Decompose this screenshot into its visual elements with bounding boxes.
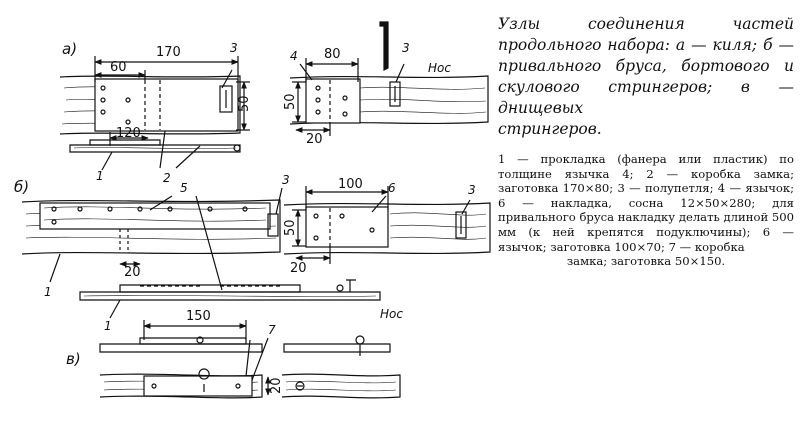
section-a-keel-side xyxy=(69,139,241,153)
label-a-1: 1 xyxy=(96,169,104,183)
label-b-nos: Нос xyxy=(380,307,403,321)
label-b-3a: 3 xyxy=(282,173,290,187)
caption-title-last: стрингеров. xyxy=(498,120,602,138)
section-v-label: в) xyxy=(66,350,81,368)
joint-diagram: а) 170 60 50 120 3 1 2 4 80 50 20 3 Нос … xyxy=(14,21,491,399)
dim-a-170: 170 xyxy=(156,45,181,60)
caption-title: Узлы соединения частей продольного набор… xyxy=(498,14,794,140)
label-b-5: 5 xyxy=(180,181,188,195)
label-v-7: 7 xyxy=(268,323,276,337)
label-a-3: 3 xyxy=(230,41,238,55)
section-b-tongue-plan xyxy=(283,202,491,255)
label-a-2: 2 xyxy=(163,171,171,185)
figure-caption: Узлы соединения частей продольного набор… xyxy=(498,14,794,269)
caption-legend-last: замка; заготовка 50×150. xyxy=(566,254,726,269)
caption-legend-main: 1 — прокладка (фанера или пластик) по то… xyxy=(498,152,794,254)
dim-a2-80: 80 xyxy=(324,47,341,62)
caption-title-main: Узлы соединения частей продольного набор… xyxy=(498,15,794,117)
dim-a-120: 120 xyxy=(116,126,141,141)
section-v-plan xyxy=(99,368,401,399)
dim-a2-20: 20 xyxy=(306,132,323,147)
section-a-tongue-plan xyxy=(289,21,489,125)
label-b-1b: 1 xyxy=(104,319,112,333)
dim-a-60: 60 xyxy=(110,60,127,75)
dim-b-100: 100 xyxy=(338,177,363,192)
dim-a-50: 50 xyxy=(237,95,252,112)
section-a-keel-plan xyxy=(59,75,241,135)
label-b-1a: 1 xyxy=(44,285,52,299)
label-b-6: 6 xyxy=(388,181,396,195)
dim-a2-50: 50 xyxy=(283,93,298,110)
dim-b-20a: 20 xyxy=(124,265,141,280)
section-b-plan xyxy=(21,199,281,255)
dim-b-50: 50 xyxy=(283,219,298,236)
section-b-label: б) xyxy=(14,178,29,196)
dim-v-20: 20 xyxy=(269,377,284,394)
label-a2-3: 3 xyxy=(402,41,410,55)
section-a-label: а) xyxy=(62,40,77,58)
dim-v-150: 150 xyxy=(186,309,211,324)
section-v-side xyxy=(99,335,391,356)
label-b-3b: 3 xyxy=(468,183,476,197)
label-a2-nos: Нос xyxy=(428,61,451,75)
label-a2-4: 4 xyxy=(290,49,298,63)
section-b-side xyxy=(79,279,381,301)
caption-legend: 1 — прокладка (фанера или пластик) по то… xyxy=(498,152,794,269)
dim-b-20b: 20 xyxy=(290,261,307,276)
